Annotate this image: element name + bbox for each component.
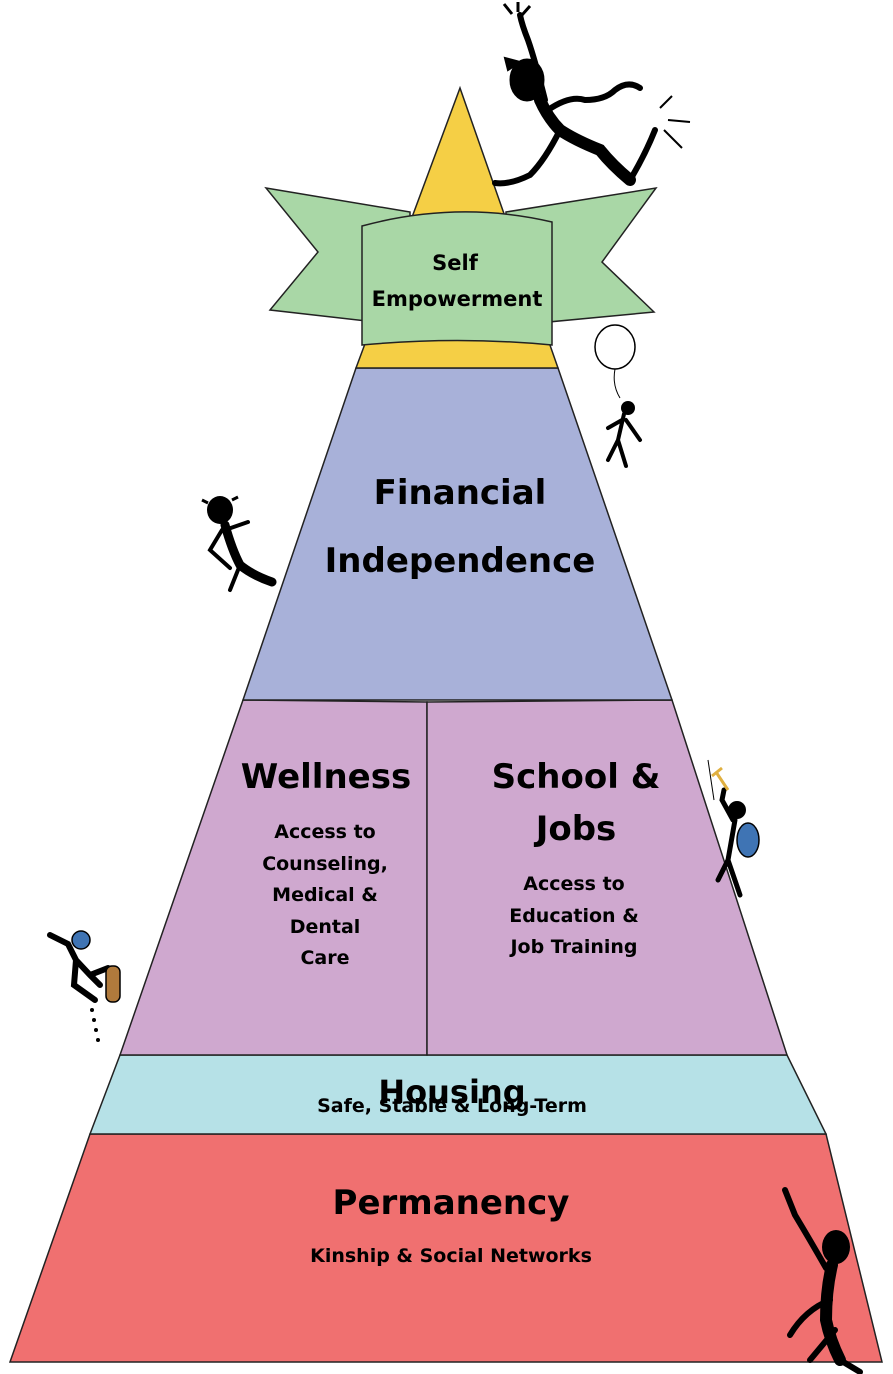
- hiker-figure: [707, 759, 760, 898]
- apex-label-line1: Self: [432, 251, 479, 275]
- wellness-title: Wellness: [241, 757, 411, 797]
- school-jobs-title-1: School &: [492, 757, 661, 797]
- school-jobs-desc-3: Job Training: [508, 936, 637, 958]
- wellness-tier: [118, 699, 428, 1056]
- pointing-figure: [782, 1187, 863, 1374]
- apex-label-line2: Empowerment: [372, 287, 543, 311]
- climbing-figure: [201, 495, 277, 592]
- wellness-desc-5: Care: [300, 947, 349, 969]
- permanency-desc: Kinship & Social Networks: [310, 1245, 592, 1267]
- financial-tier: [241, 367, 674, 701]
- wellness-desc-1: Access to: [274, 821, 376, 843]
- balloon-figure: [594, 324, 642, 468]
- housing-title: Housing: [378, 1073, 525, 1111]
- permanency-title: Permanency: [333, 1183, 570, 1223]
- ribbon-center: [361, 211, 553, 346]
- wellness-desc-4: Dental: [290, 916, 361, 938]
- school-jobs-desc-2: Education &: [509, 905, 639, 927]
- school-jobs-title-2: Jobs: [534, 809, 617, 849]
- financial-label-line2: Independence: [325, 541, 596, 581]
- financial-label-line1: Financial: [374, 473, 547, 513]
- skateboard-figure: [47, 930, 121, 1042]
- housing-desc: Safe, Stable & Long-Term: [317, 1095, 587, 1117]
- school-jobs-desc-1: Access to: [523, 873, 625, 895]
- wellness-desc-2: Counseling,: [262, 853, 388, 875]
- wellness-desc-3: Medical &: [272, 884, 378, 906]
- jumping-figure: [492, 2, 691, 187]
